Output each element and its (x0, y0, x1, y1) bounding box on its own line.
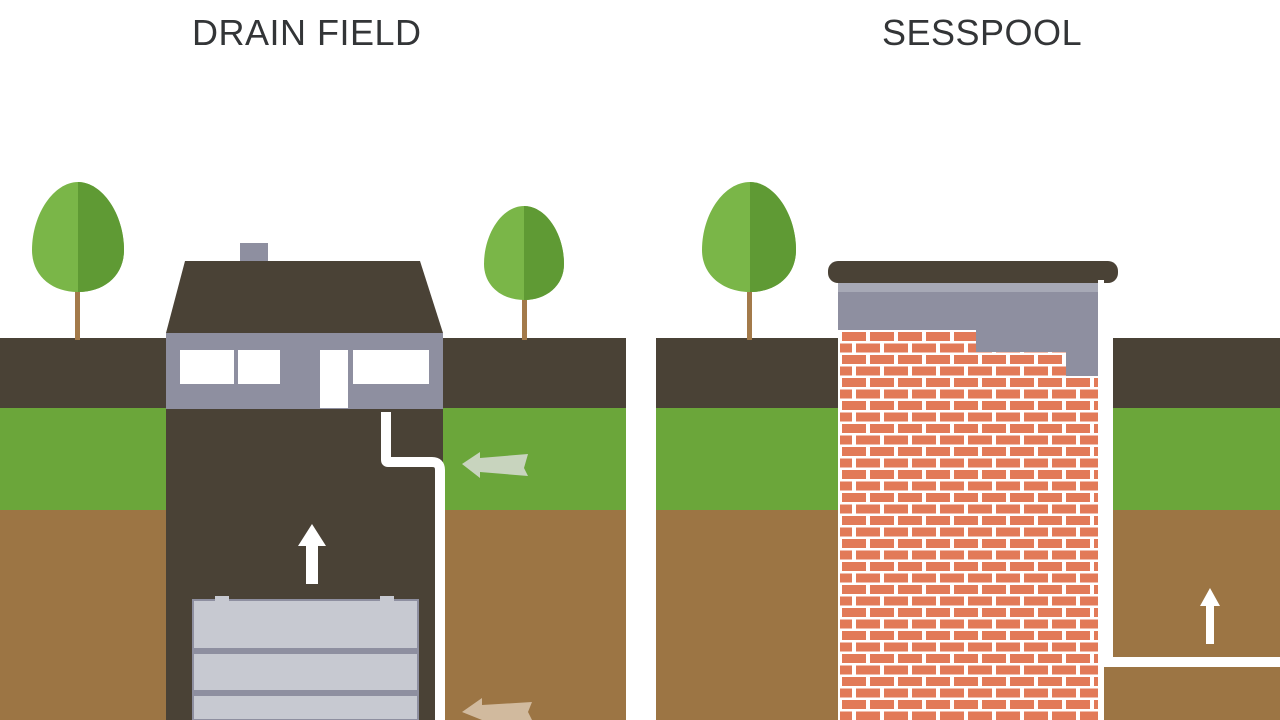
arrow-up-icon (1200, 588, 1220, 644)
window (180, 350, 234, 384)
outlet-pipe (1103, 290, 1280, 667)
arrow-up-icon (298, 524, 326, 584)
drain-field-panel (0, 182, 656, 720)
shaft-edge (1098, 280, 1104, 720)
drain-pipe (381, 412, 445, 720)
door (320, 350, 348, 408)
arrow-left-icon (462, 698, 532, 720)
brick-wall-icon (828, 261, 1118, 720)
septic-tank-icon (192, 596, 419, 720)
cesspool-panel (656, 182, 1280, 720)
window (353, 350, 429, 384)
arrow-left-icon (462, 452, 528, 478)
cesspool-title: SESSPOOL (882, 12, 1083, 53)
tree-icon (702, 182, 796, 340)
brick-wall (840, 330, 1100, 720)
cesspool-lid (828, 261, 1118, 283)
tree-icon (484, 206, 564, 340)
window (238, 350, 280, 384)
drain-field-title: DRAIN FIELD (192, 12, 422, 53)
cesspool-cap-step (976, 330, 1102, 376)
panel-divider (626, 330, 656, 720)
cesspool-cap-top (838, 282, 1102, 292)
tree-icon (32, 182, 124, 340)
house-roof (166, 261, 443, 333)
